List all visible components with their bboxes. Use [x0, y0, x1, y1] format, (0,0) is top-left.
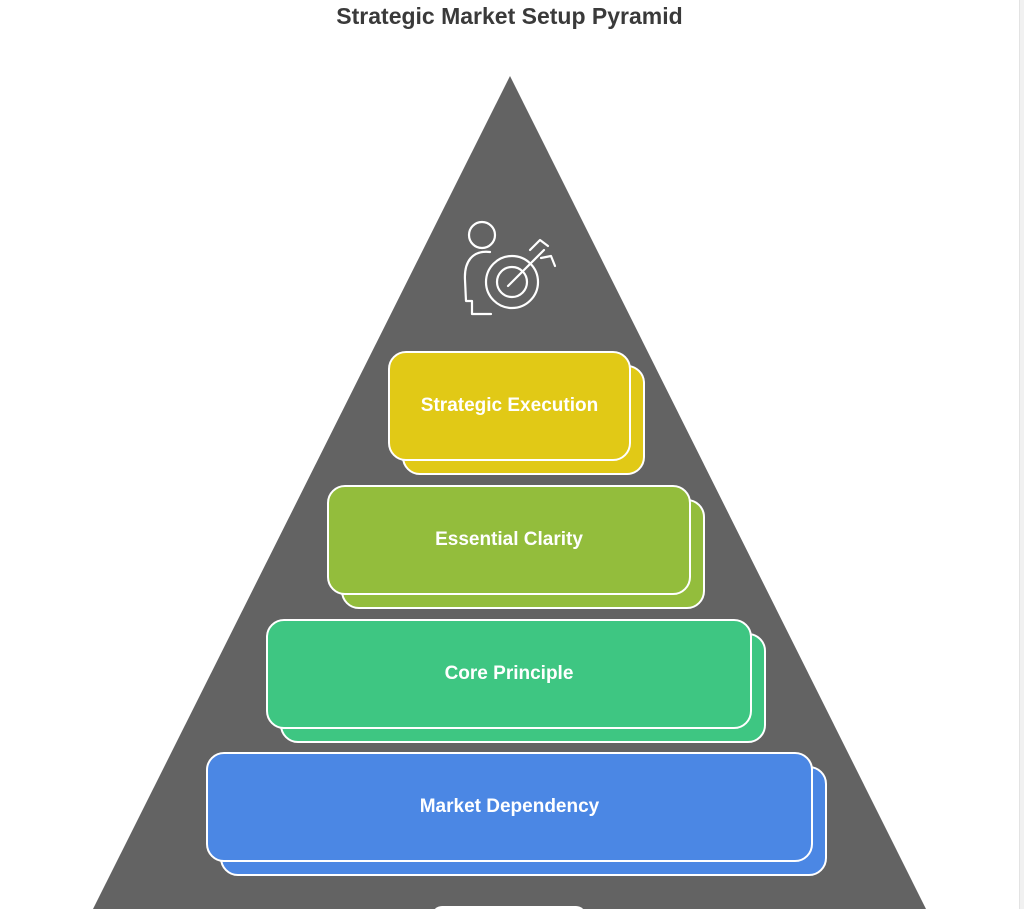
- tier-card: Core Principle: [266, 619, 752, 729]
- tier-label: Core Principle: [444, 663, 574, 684]
- tier-label: Essential Clarity: [435, 529, 583, 550]
- tier-card: Essential Clarity: [327, 485, 691, 595]
- tier-card: Market Dependency: [206, 752, 813, 862]
- tier-label: Market Dependency: [419, 796, 600, 817]
- person-target-icon: [463, 220, 557, 316]
- scrollbar-edge: [1019, 0, 1024, 909]
- diagram-title: Strategic Market Setup Pyramid: [336, 3, 683, 29]
- tier-card: Strategic Execution: [388, 351, 631, 461]
- tier-label: Strategic Execution: [420, 395, 599, 416]
- next-tier-edge: [432, 906, 586, 916]
